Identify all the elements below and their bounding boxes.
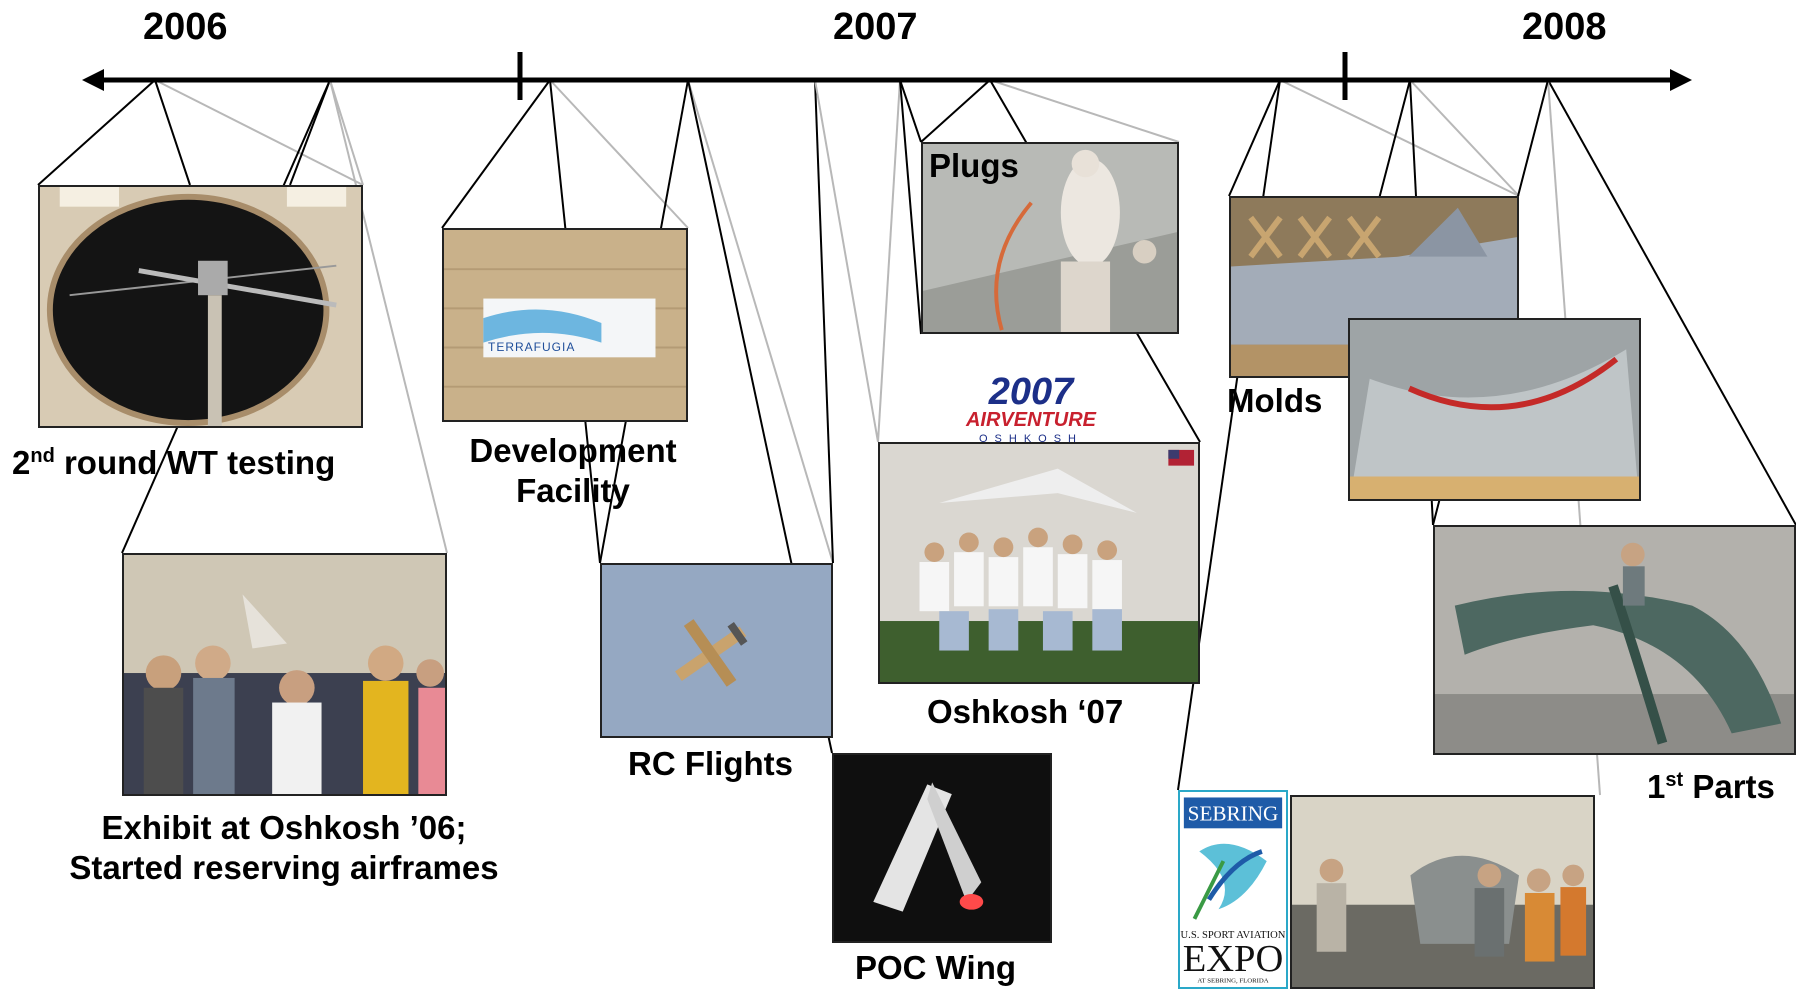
svg-text:AT SEBRING, FLORIDA: AT SEBRING, FLORIDA — [1197, 977, 1268, 984]
sebring-expo-photo — [1290, 795, 1595, 989]
connector-line — [1279, 79, 1520, 197]
connector-line — [920, 79, 991, 143]
svg-text:EXPO: EXPO — [1183, 938, 1284, 980]
connector-line — [877, 79, 901, 443]
plugs-photo: Plugs — [921, 142, 1179, 334]
development-facility-photo: TERRAFUGIA — [442, 228, 688, 422]
parts-ordinal: 1 — [1647, 768, 1666, 805]
right-arrow-icon — [1670, 69, 1692, 91]
connector-line — [441, 79, 551, 229]
year-label-2007: 2007 — [833, 6, 918, 48]
connector-line — [549, 79, 689, 229]
connector-line — [329, 79, 448, 554]
development-caption: Development Facility — [438, 431, 708, 511]
wt-ordinal: 2 — [12, 444, 31, 481]
development-caption-line1: Development — [469, 432, 677, 469]
rc-flight-photo — [600, 563, 833, 738]
development-caption-line2: Facility — [516, 472, 630, 509]
exhibit-caption: Exhibit at Oshkosh ’06; Started reservin… — [36, 808, 532, 888]
parts-ordinal-suffix: st — [1665, 769, 1684, 791]
left-arrow-icon — [82, 69, 104, 91]
year-label-2006: 2006 — [143, 6, 228, 48]
wind-tunnel-photo — [38, 185, 363, 428]
molds-caption: Molds — [1227, 382, 1323, 419]
parts-label: Parts — [1683, 768, 1775, 805]
connector-line — [687, 79, 834, 564]
plugs-caption: Plugs — [929, 147, 1019, 184]
exhibit-caption-line1: Exhibit at Oshkosh ’06; — [101, 809, 467, 846]
molds-photo-2 — [1348, 318, 1641, 501]
first-parts-caption: 1st Parts — [1647, 767, 1775, 807]
terrafugia-sign-text: TERRAFUGIA — [488, 340, 576, 354]
oshkosh07-group-photo — [878, 442, 1200, 684]
connector-line — [154, 79, 191, 186]
wt-testing-caption: 2nd round WT testing — [12, 443, 335, 483]
exhibit-caption-line2: Started reserving airframes — [69, 849, 499, 886]
exhibit-photo — [122, 553, 447, 796]
svg-text:U.S. SPORT AVIATION: U.S. SPORT AVIATION — [1181, 930, 1286, 941]
connector-line — [1547, 79, 1796, 526]
svg-text:2007: 2007 — [988, 371, 1075, 413]
wt-ordinal-suffix: nd — [30, 445, 55, 467]
svg-text:AIRVENTURE: AIRVENTURE — [965, 409, 1097, 431]
timeline-axis — [82, 52, 1692, 100]
svg-text:SEBRING: SEBRING — [1188, 802, 1279, 826]
connector-line — [989, 79, 1180, 143]
poc-wing-caption: POC Wing — [855, 949, 1017, 986]
connector-line — [899, 79, 922, 143]
connector-line — [37, 79, 156, 186]
wt-label: round WT testing — [54, 444, 336, 481]
oshkosh07-caption: Oshkosh ‘07 — [927, 693, 1124, 730]
connector-line — [899, 79, 922, 335]
year-label-2008: 2008 — [1522, 6, 1607, 48]
connector-line — [814, 79, 834, 564]
connector-line — [1228, 79, 1281, 197]
rc-flights-caption: RC Flights — [628, 745, 793, 782]
connector-line — [329, 79, 364, 186]
first-parts-photo — [1433, 525, 1796, 755]
connector-line — [1409, 79, 1520, 197]
sebring-expo-logo: SEBRING U.S. SPORT AVIATION EXPO AT SEBR… — [1178, 790, 1288, 989]
poc-wing-photo — [832, 753, 1052, 943]
connector-line — [814, 79, 879, 443]
connector-line — [154, 79, 364, 186]
